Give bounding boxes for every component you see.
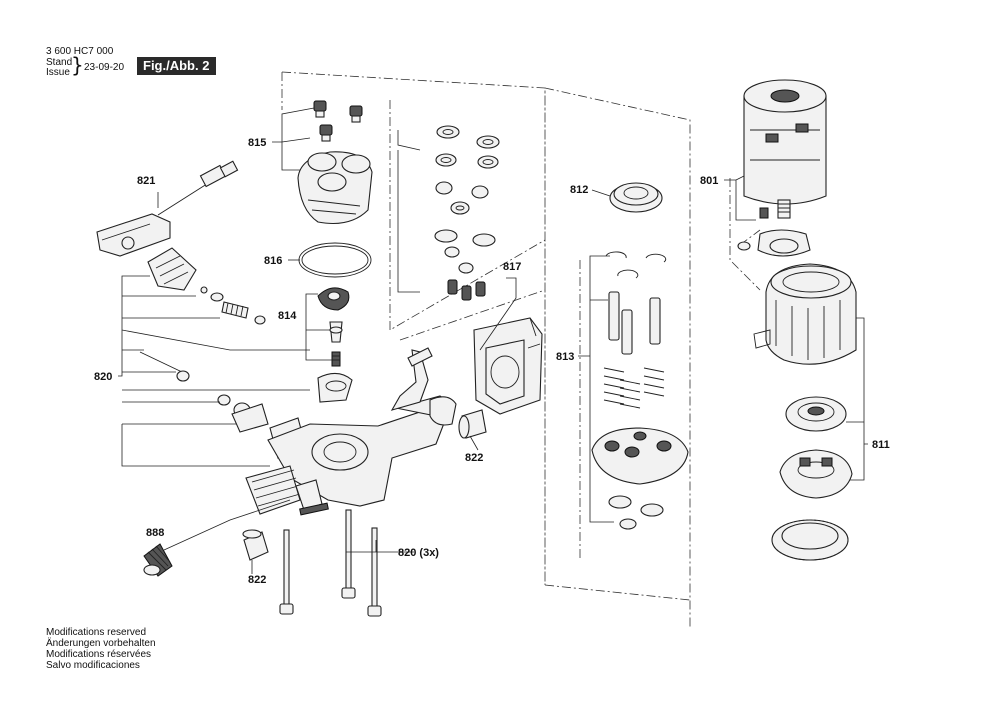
part-811-gear-assembly [737, 229, 857, 561]
callout-822-left: 822 [248, 574, 266, 586]
note-en: Modifications reserved [46, 627, 147, 638]
part-822-bushing-left [242, 529, 269, 561]
part-801-motor [743, 79, 827, 219]
part-817-cover [473, 317, 543, 415]
callout-812: 812 [570, 184, 588, 196]
callout-888: 888 [146, 527, 164, 539]
part-813-piston-group [591, 251, 689, 530]
leader-lines [118, 107, 868, 574]
part-814-valve-assembly [317, 287, 350, 367]
callout-816: 816 [264, 255, 282, 267]
part-820-screws [279, 509, 382, 617]
callout-813: 813 [556, 351, 574, 363]
document-number: 3 600 HC7 000 [46, 46, 114, 57]
modification-notes: Modifications reserved Änderungen vorbeh… [46, 627, 156, 671]
pump-housing [245, 347, 457, 516]
callout-814: 814 [278, 310, 297, 322]
part-820-group [139, 247, 307, 459]
callout-labels: 815 821 816 814 817 820 822 888 822 820 … [94, 137, 890, 586]
note-de: Änderungen vorbehalten [46, 638, 156, 649]
part-812-seal [609, 182, 663, 213]
callout-817: 817 [503, 261, 521, 273]
callout-821: 821 [137, 175, 155, 187]
callout-820: 820 [94, 371, 112, 383]
stand-label: Stand [46, 57, 73, 68]
note-fr: Modifications réservées [46, 649, 152, 660]
callout-820-3x: 820 (3x) [398, 547, 439, 559]
callout-822-right: 822 [465, 452, 483, 464]
brace-glyph: } [71, 53, 84, 77]
part-816-o-ring [298, 242, 372, 278]
figure-badge: Fig./Abb. 2 [137, 57, 217, 75]
issue-label: Issue [46, 67, 70, 78]
part-822-bushing-right [458, 409, 487, 439]
part-821-cable-harness [96, 160, 239, 257]
part-815-pump-head [297, 100, 373, 225]
part-888-cap [143, 543, 173, 577]
callout-801: 801 [700, 175, 718, 187]
callout-811: 811 [872, 439, 890, 451]
seal-rings-column [434, 125, 500, 301]
callout-815: 815 [248, 137, 266, 149]
issue-date: 23-09-20 [84, 62, 125, 73]
note-es: Salvo modificaciones [46, 660, 140, 671]
